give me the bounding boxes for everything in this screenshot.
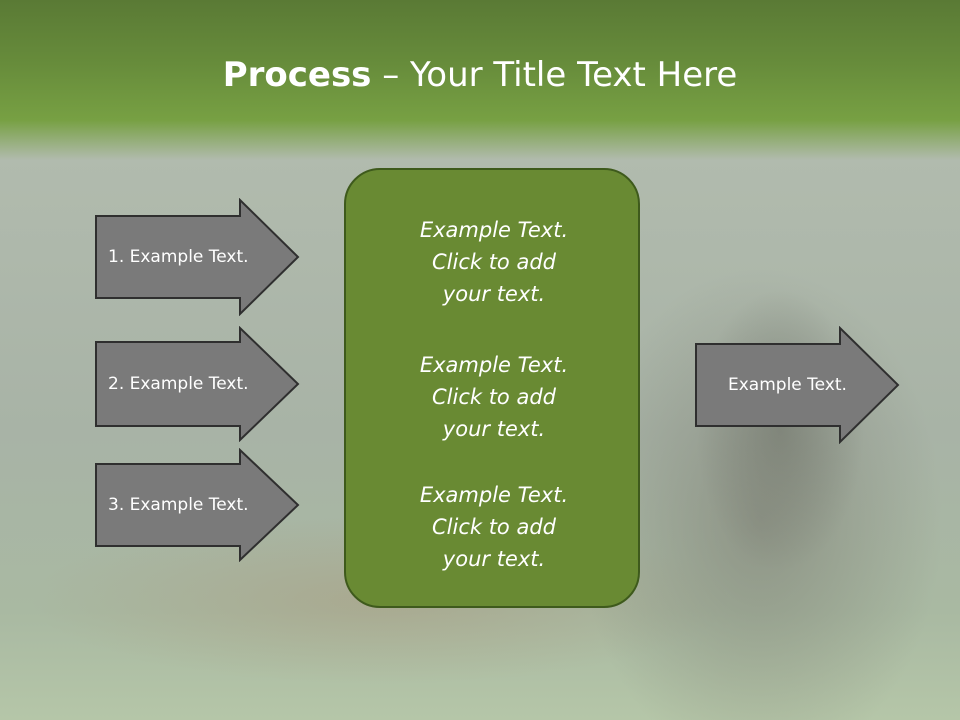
center-text-line: Example Text. <box>346 349 642 381</box>
process-step-2-arrow[interactable]: 2. Example Text. <box>94 326 300 442</box>
center-text-line: your text. <box>346 543 642 575</box>
process-step-label: 1. Example Text. <box>108 198 249 316</box>
process-step-1-arrow[interactable]: 1. Example Text. <box>94 198 300 316</box>
center-text-line: Click to add <box>346 381 642 413</box>
center-text-block-3[interactable]: Example Text. Click to add your text. <box>346 479 642 575</box>
center-text-box[interactable]: Example Text. Click to add your text. Ex… <box>344 168 640 608</box>
center-text-line: Click to add <box>346 246 642 278</box>
center-text-block-1[interactable]: Example Text. Click to add your text. <box>346 214 642 310</box>
slide-title[interactable]: Process – Your Title Text Here <box>0 52 960 98</box>
process-result-arrow[interactable]: Example Text. <box>694 326 900 444</box>
process-step-label: 2. Example Text. <box>108 326 249 442</box>
center-text-line: your text. <box>346 413 642 445</box>
center-text-line: Click to add <box>346 511 642 543</box>
title-rest: – Your Title Text Here <box>371 55 737 95</box>
center-text-line: Example Text. <box>346 479 642 511</box>
title-bold-word: Process <box>223 55 372 95</box>
center-text-line: your text. <box>346 278 642 310</box>
center-text-block-2[interactable]: Example Text. Click to add your text. <box>346 349 642 445</box>
process-step-label: 3. Example Text. <box>108 448 249 562</box>
center-text-line: Example Text. <box>346 214 642 246</box>
process-result-label: Example Text. <box>728 326 847 444</box>
process-step-3-arrow[interactable]: 3. Example Text. <box>94 448 300 562</box>
